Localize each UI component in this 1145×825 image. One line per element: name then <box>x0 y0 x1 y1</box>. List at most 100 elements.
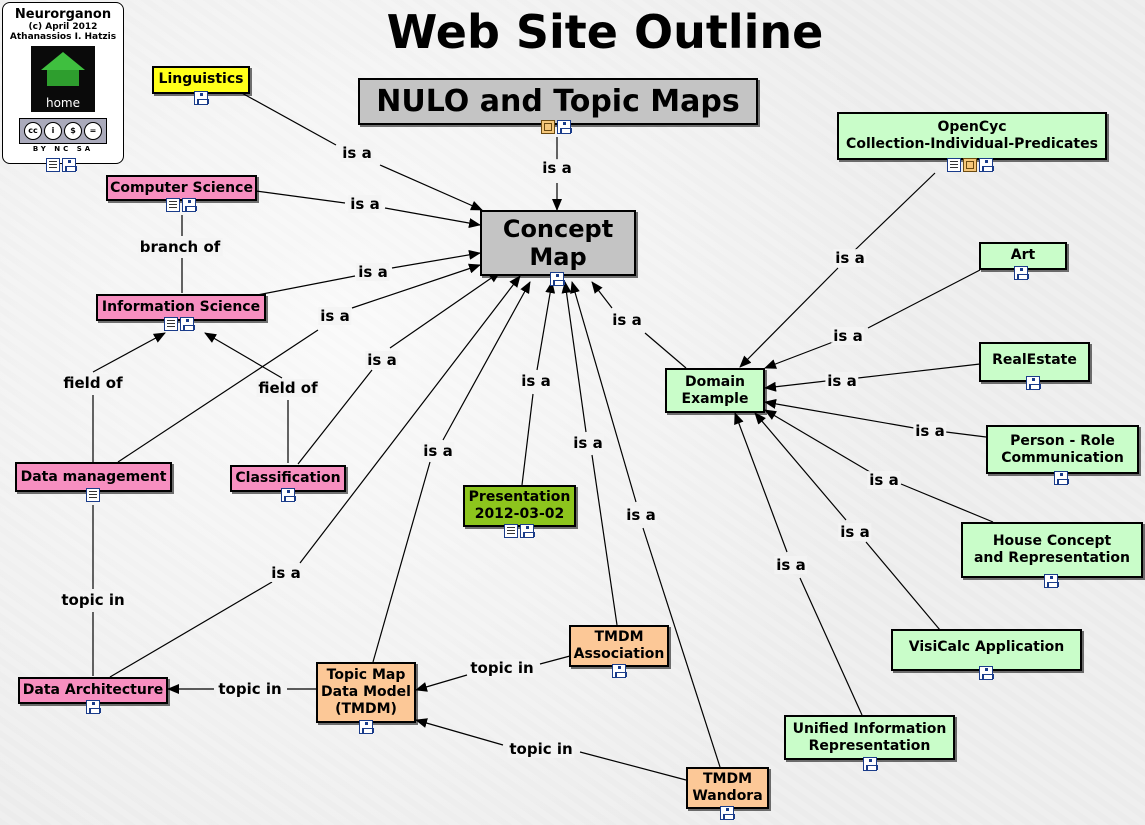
node-visicalc[interactable]: VisiCalc Application <box>891 629 1082 671</box>
by-icon: i <box>44 122 62 140</box>
link-label-is-a: is a <box>571 434 605 452</box>
node-computer-science[interactable]: Computer Science <box>106 175 257 201</box>
link-label-is-a: is a <box>348 195 382 213</box>
link-label-is-a: is a <box>540 159 574 177</box>
link-label-branch-of: branch of <box>137 238 223 256</box>
computer-science-resource-icons <box>166 198 197 212</box>
node-linguistics[interactable]: Linguistics <box>152 66 250 94</box>
node-tmdm-wandora[interactable]: TMDM Wandora <box>686 767 769 809</box>
node-tmdm[interactable]: Topic Map Data Model (TMDM) <box>316 662 416 723</box>
classification-resource-icons <box>281 488 296 502</box>
page-title: Web Site Outline <box>386 5 824 59</box>
person-role-resource-icons <box>1054 471 1069 485</box>
concept-map-icon[interactable] <box>180 317 195 331</box>
link-label-topic-in: topic in <box>216 680 284 698</box>
document-icon[interactable] <box>166 198 180 212</box>
concept-map-icon[interactable] <box>86 700 101 714</box>
link-label-is-a: is a <box>624 506 658 524</box>
sa-icon: = <box>84 122 102 140</box>
concept-map-icon[interactable] <box>359 720 374 734</box>
tmdm-wandora-resource-icons <box>720 806 735 820</box>
nulo-resource-icons <box>541 120 572 134</box>
concept-map-icon[interactable] <box>979 158 994 172</box>
node-realestate[interactable]: RealEstate <box>979 342 1090 382</box>
concept-map-icon[interactable] <box>612 664 627 678</box>
node-person-role[interactable]: Person - Role Communication <box>986 425 1139 474</box>
tmdm-resource-icons <box>359 720 374 734</box>
license-text: BY NC SA <box>32 145 94 153</box>
node-tmdm-association[interactable]: TMDM Association <box>569 625 669 667</box>
link-label-topic-in: topic in <box>507 740 575 758</box>
data-architecture-resource-icons <box>86 700 101 714</box>
concept-map-icon[interactable] <box>720 806 735 820</box>
concept-map-icon[interactable] <box>1044 574 1059 588</box>
realestate-resource-icons <box>1026 376 1041 390</box>
concept-map-icon[interactable] <box>281 488 296 502</box>
data-management-resource-icons <box>86 488 100 502</box>
neurorganon-logo[interactable]: Neurorganon (c) April 2012 Athanassios I… <box>2 2 124 164</box>
concept-map-icon[interactable] <box>1014 266 1029 280</box>
concept-map-icon[interactable] <box>979 666 994 680</box>
node-concept-map[interactable]: Concept Map <box>480 210 636 276</box>
art-resource-icons <box>1014 266 1029 280</box>
link-label-is-a: is a <box>825 372 859 390</box>
image-icon[interactable] <box>963 158 977 172</box>
concept-map-icon[interactable] <box>62 158 77 172</box>
node-domain-example[interactable]: Domain Example <box>665 368 765 413</box>
document-icon[interactable] <box>504 524 518 538</box>
node-opencyc[interactable]: OpenCyc Collection-Individual-Predicates <box>837 112 1107 160</box>
concept-map-icon[interactable] <box>1054 471 1069 485</box>
home-icon[interactable]: home <box>31 46 95 112</box>
link-label-field-of: field of <box>61 374 125 392</box>
concept-map-icon[interactable] <box>520 524 535 538</box>
link-label-is-a: is a <box>318 307 352 325</box>
presentation-resource-icons <box>504 524 535 538</box>
link-label-topic-in: topic in <box>468 659 536 677</box>
link-label-is-a: is a <box>519 372 553 390</box>
visicalc-resource-icons <box>979 666 994 680</box>
node-house-concept[interactable]: House Concept and Representation <box>961 522 1143 578</box>
document-icon[interactable] <box>947 158 961 172</box>
concept-map-resource-icons <box>550 272 565 286</box>
creative-commons-badge[interactable]: cc i $ = <box>19 118 107 144</box>
document-icon[interactable] <box>46 158 60 172</box>
link-label-is-a: is a <box>356 263 390 281</box>
nc-icon: $ <box>64 122 82 140</box>
concept-map-icon[interactable] <box>182 198 197 212</box>
house-concept-resource-icons <box>1044 574 1059 588</box>
logo-author: Athanassios I. Hatzis <box>9 32 117 42</box>
cc-icon: cc <box>24 122 42 140</box>
tmdm-association-resource-icons <box>612 664 627 678</box>
node-data-architecture[interactable]: Data Architecture <box>18 677 168 704</box>
concept-map-icon[interactable] <box>557 120 572 134</box>
node-presentation[interactable]: Presentation 2012-03-02 <box>463 485 576 527</box>
concept-map-icon[interactable] <box>194 91 209 105</box>
link-label-is-a: is a <box>610 311 644 329</box>
node-nulo-topic-maps[interactable]: NULO and Topic Maps <box>358 78 758 125</box>
link-label-is-a: is a <box>838 523 872 541</box>
link-label-is-a: is a <box>833 249 867 267</box>
linguistics-resource-icons <box>194 91 209 105</box>
link-label-is-a: is a <box>365 351 399 369</box>
image-icon[interactable] <box>541 120 555 134</box>
link-label-is-a: is a <box>831 327 865 345</box>
home-label: home <box>45 96 81 110</box>
node-unified-information[interactable]: Unified Information Representation <box>784 715 955 760</box>
node-information-science[interactable]: Information Science <box>96 294 266 321</box>
concept-map-icon[interactable] <box>863 757 878 771</box>
unified-information-resource-icons <box>863 757 878 771</box>
node-data-management[interactable]: Data management <box>15 462 172 492</box>
information-science-resource-icons <box>164 317 195 331</box>
concept-map-icon[interactable] <box>550 272 565 286</box>
link-label-is-a: is a <box>867 471 901 489</box>
concept-map-icon[interactable] <box>1026 376 1041 390</box>
link-label-is-a: is a <box>340 144 374 162</box>
link-label-is-a: is a <box>269 564 303 582</box>
document-icon[interactable] <box>164 317 178 331</box>
logo-resource-icons <box>46 158 77 172</box>
link-label-is-a: is a <box>421 442 455 460</box>
document-icon[interactable] <box>86 488 100 502</box>
link-label-is-a: is a <box>774 556 808 574</box>
logo-copyright: (c) April 2012 <box>28 22 98 32</box>
